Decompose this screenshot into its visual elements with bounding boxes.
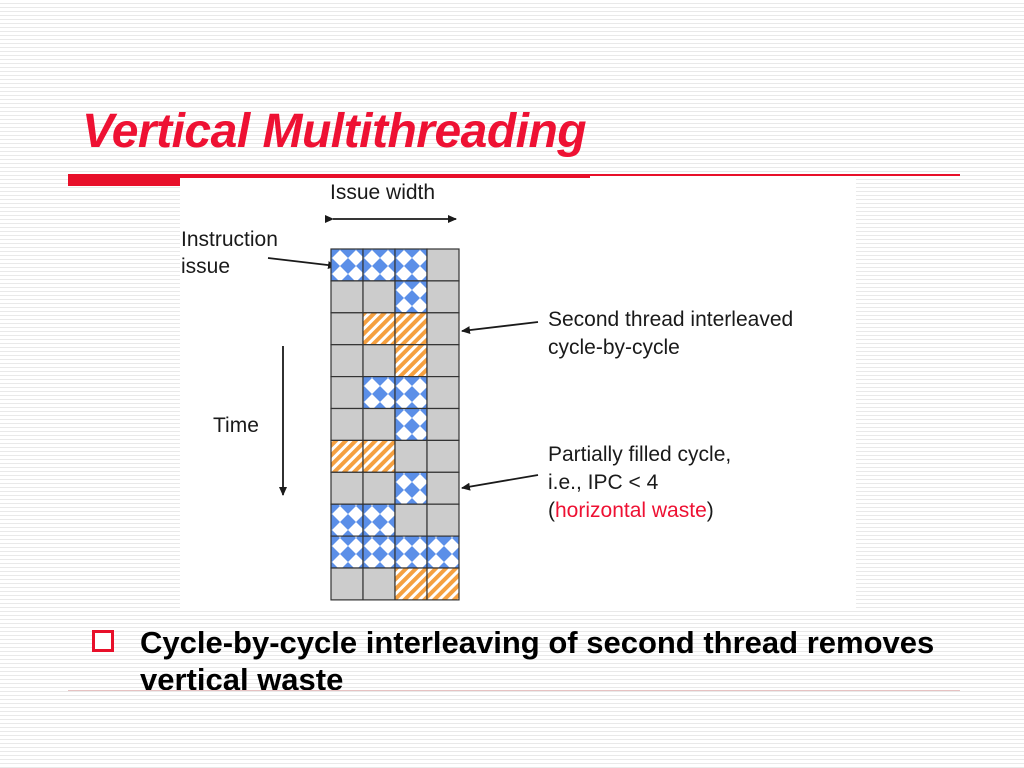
thread1-slot-r9-c1 [362, 535, 396, 569]
thread1-slot-r0-c0 [330, 248, 364, 282]
thread1-slot-r5-c2 [394, 407, 428, 441]
empty-slot-r5-c1 [362, 407, 396, 441]
partial-cycle-label-line3: (horizontal waste) [548, 499, 714, 522]
thread2-slot-r2-c1 [362, 312, 396, 346]
thread1-slot-r7-c2 [394, 471, 428, 505]
instruction-issue-label-line2: issue [181, 255, 230, 278]
bullet-square-icon [92, 630, 114, 652]
diagram-svg: Issue width Instruction issue Time Secon… [181, 181, 793, 601]
partial-cycle-arrow [461, 474, 539, 491]
issue-width-label: Issue width [330, 181, 435, 204]
empty-slot-r5-c3 [426, 407, 460, 441]
thread2-slot-r10-c3 [426, 567, 460, 601]
thread2-slot-r2-c2 [394, 312, 428, 346]
second-thread-arrow [461, 321, 539, 335]
bullet-text: Cycle-by-cycle interleaving of second th… [140, 625, 935, 697]
instruction-issue-arrow [267, 257, 337, 270]
second-thread-label-line2: cycle-by-cycle [548, 336, 680, 359]
empty-slot-r6-c2 [394, 439, 428, 473]
thread1-slot-r0-c1 [362, 248, 396, 282]
empty-slot-r3-c1 [362, 344, 396, 378]
thread1-slot-r8-c1 [362, 503, 396, 537]
empty-slot-r4-c3 [426, 376, 460, 410]
thread2-slot-r6-c0 [330, 439, 364, 473]
issue-slot-grid [330, 248, 460, 601]
empty-slot-r1-c3 [426, 280, 460, 314]
empty-slot-r4-c0 [330, 376, 364, 410]
thread1-slot-r9-c2 [394, 535, 428, 569]
slide-title: Vertical Multithreading [82, 105, 587, 158]
thread1-slot-r9-c3 [426, 535, 460, 569]
empty-slot-r7-c0 [330, 471, 364, 505]
empty-slot-r6-c3 [426, 439, 460, 473]
empty-slot-r8-c3 [426, 503, 460, 537]
paren-close: ) [707, 499, 714, 522]
title-underline-thin [68, 174, 960, 176]
empty-slot-r0-c3 [426, 248, 460, 282]
thread1-slot-r4-c2 [394, 376, 428, 410]
partial-cycle-label-line2: i.e., IPC < 4 [548, 471, 659, 494]
empty-slot-r10-c1 [362, 567, 396, 601]
thread1-slot-r0-c2 [394, 248, 428, 282]
empty-slot-r7-c3 [426, 471, 460, 505]
thread2-slot-r10-c2 [394, 567, 428, 601]
paren-open: ( [548, 499, 555, 522]
thread2-slot-r6-c1 [362, 439, 396, 473]
footer-divider [68, 690, 960, 691]
thread2-slot-r3-c2 [394, 344, 428, 378]
empty-slot-r5-c0 [330, 407, 364, 441]
empty-slot-r2-c0 [330, 312, 364, 346]
second-thread-label-line1: Second thread interleaved [548, 308, 793, 331]
instruction-issue-label-line1: Instruction [181, 228, 278, 251]
thread1-slot-r1-c2 [394, 280, 428, 314]
thread1-slot-r4-c1 [362, 376, 396, 410]
empty-slot-r7-c1 [362, 471, 396, 505]
partial-cycle-label-line1: Partially filled cycle, [548, 443, 731, 466]
empty-slot-r10-c0 [330, 567, 364, 601]
empty-slot-r8-c2 [394, 503, 428, 537]
horizontal-waste-text: horizontal waste [555, 499, 707, 522]
thread1-slot-r8-c0 [330, 503, 364, 537]
vertical-multithreading-diagram: Issue width Instruction issue Time Secon… [180, 178, 856, 608]
thread1-slot-r9-c0 [330, 535, 364, 569]
empty-slot-r3-c0 [330, 344, 364, 378]
empty-slot-r2-c3 [426, 312, 460, 346]
empty-slot-r1-c0 [330, 280, 364, 314]
time-label: Time [213, 414, 259, 437]
empty-slot-r3-c3 [426, 344, 460, 378]
empty-slot-r1-c1 [362, 280, 396, 314]
